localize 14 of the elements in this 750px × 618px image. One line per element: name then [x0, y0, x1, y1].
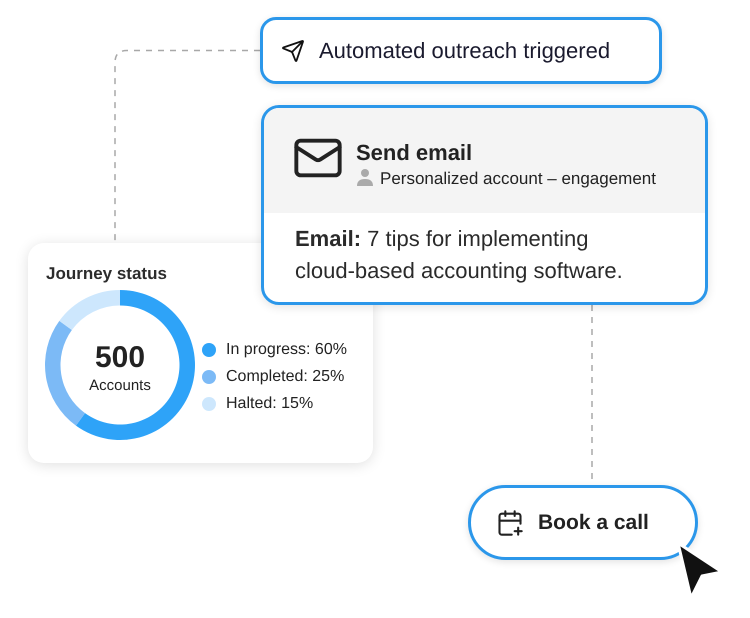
node-text: Automated outreach triggered: [319, 37, 610, 65]
card-title: Journey status: [46, 263, 167, 285]
dashed-connector: [114, 50, 260, 243]
count-label: Accounts: [88, 378, 152, 393]
card-subtitle: Personalized account – engagement: [380, 168, 656, 190]
trigger-box: [260, 17, 662, 84]
card-title: Send email: [356, 139, 472, 167]
email-description: Email: 7 tips for implementing cloud-based accounting software.: [295, 225, 624, 285]
legend-label: Halted: 15%: [226, 394, 314, 414]
email-card: [261, 105, 708, 305]
legend-label: Completed: 25%: [226, 367, 344, 387]
total-count: 500: [94, 343, 146, 373]
legend-label: In progress: 60%: [226, 340, 347, 360]
node-text: Book a call: [538, 510, 649, 536]
